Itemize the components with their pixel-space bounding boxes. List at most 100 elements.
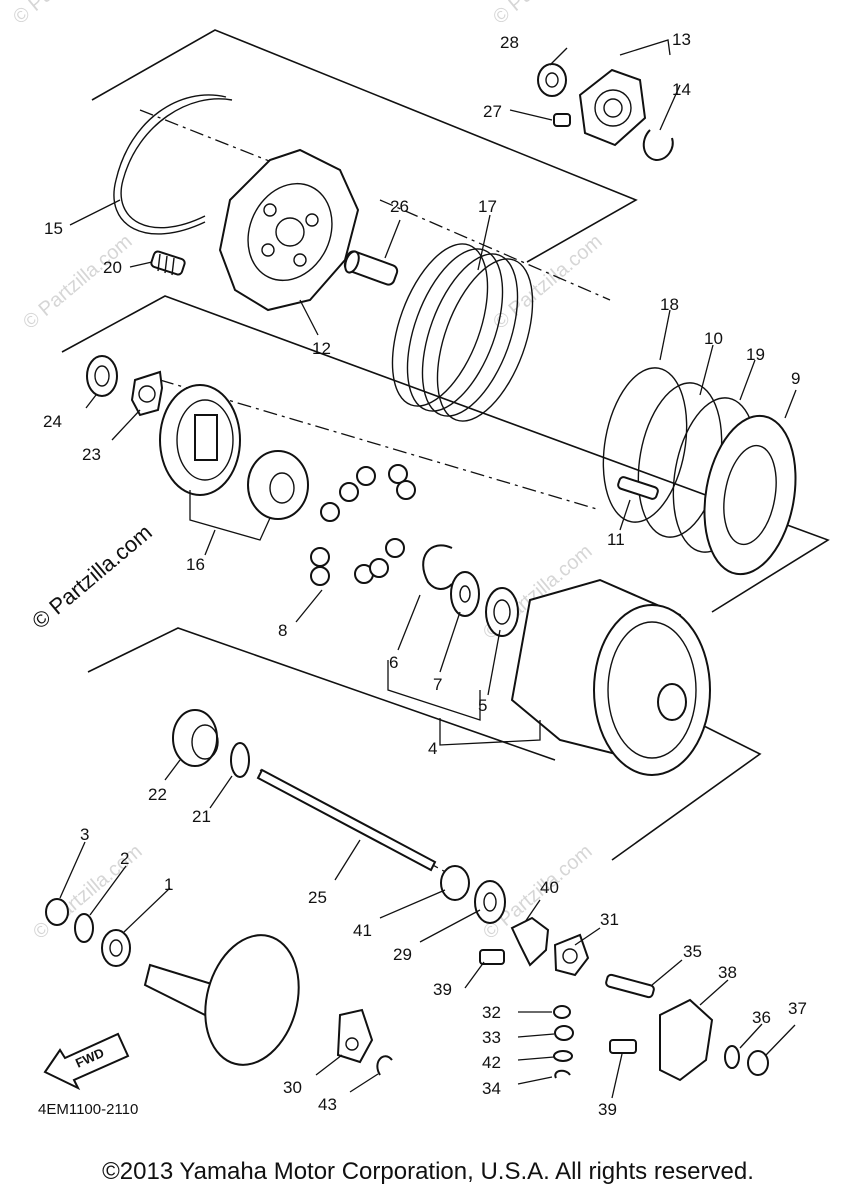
callout-10: 10 <box>704 329 723 348</box>
callout-13: 13 <box>672 30 691 49</box>
bolt-39-upper[interactable] <box>479 949 505 965</box>
bearing-29[interactable] <box>474 880 506 924</box>
callout-5: 5 <box>478 696 487 715</box>
callout-29: 29 <box>393 945 412 964</box>
push-lever-30[interactable] <box>336 1008 374 1064</box>
callout-20: 20 <box>103 258 122 277</box>
primary-gear-16[interactable] <box>159 384 309 520</box>
callout-14: 14 <box>672 80 691 99</box>
callout-32: 32 <box>482 1003 501 1022</box>
callout-17: 17 <box>478 197 497 216</box>
callout-40: 40 <box>540 878 559 897</box>
callout-38: 38 <box>718 963 737 982</box>
bearing-1[interactable] <box>101 929 131 967</box>
callout-37: 37 <box>788 999 807 1018</box>
callout-33: 33 <box>482 1028 501 1047</box>
callout-9: 9 <box>791 369 800 388</box>
push-rod-26[interactable] <box>343 250 399 287</box>
bushing-33[interactable] <box>554 1025 574 1041</box>
watermark-text: © Partzilla.com <box>19 230 136 333</box>
circlip-6[interactable] <box>422 544 453 590</box>
watermark-text: © Partzilla.com <box>489 230 606 333</box>
circlip-43[interactable] <box>376 1055 393 1076</box>
callout-27: 27 <box>483 102 502 121</box>
drive-shaft <box>143 934 300 1066</box>
centre-line <box>159 379 601 511</box>
spring-11[interactable] <box>617 476 659 500</box>
washer-42[interactable] <box>553 1050 573 1062</box>
callout-41: 41 <box>353 921 372 940</box>
retaining-ring-15[interactable] <box>113 94 233 235</box>
callout-8: 8 <box>278 621 287 640</box>
stud-35[interactable] <box>605 973 655 999</box>
washer-2[interactable] <box>74 913 94 943</box>
fwd-arrow-icon: FWD <box>43 1032 130 1091</box>
callout-3: 3 <box>80 825 89 844</box>
callout-7: 7 <box>433 675 442 694</box>
watermark-text: © Partzilla.com <box>9 0 126 29</box>
watermark-text: © Partzilla.com <box>489 0 606 29</box>
callout-43: 43 <box>318 1095 337 1114</box>
callout-36: 36 <box>752 1008 771 1027</box>
friction-plates-17[interactable] <box>373 231 551 433</box>
nut-37[interactable] <box>747 1050 769 1076</box>
diagram-code: 4EM1100-2110 <box>38 1101 138 1118</box>
callout-15: 15 <box>44 219 63 238</box>
callout-39-lower: 39 <box>598 1100 617 1119</box>
circlip-14[interactable] <box>642 129 674 162</box>
bearing-5[interactable] <box>485 587 519 637</box>
washer-7[interactable] <box>450 571 480 617</box>
callout-4: 4 <box>428 739 437 758</box>
lock-washer-23[interactable] <box>130 370 164 417</box>
frame-middle <box>61 295 830 613</box>
frame-top <box>91 29 638 263</box>
callout-39-upper: 39 <box>433 980 452 999</box>
clutch-housing-4[interactable] <box>510 578 711 776</box>
callout-31: 31 <box>600 910 619 929</box>
callout-25: 25 <box>308 888 327 907</box>
side-watermark: © Partzilla.com <box>27 519 157 633</box>
seal-32[interactable] <box>553 1005 571 1019</box>
lever-40[interactable] <box>510 916 550 967</box>
bearing-28[interactable] <box>537 63 567 97</box>
callout-23: 23 <box>82 445 101 464</box>
push-rod-25[interactable] <box>256 768 437 872</box>
balls-8[interactable] <box>310 464 416 586</box>
callout-1: 1 <box>164 875 173 894</box>
callout-28: 28 <box>500 33 519 52</box>
callout-19: 19 <box>746 345 765 364</box>
callout-16: 16 <box>186 555 205 574</box>
copyright-notice: ©2013 Yamaha Motor Corporation, U.S.A. A… <box>102 1158 754 1185</box>
washer-36[interactable] <box>724 1045 740 1069</box>
centre-line <box>379 199 611 301</box>
washer-21[interactable] <box>230 742 250 778</box>
callout-42: 42 <box>482 1053 501 1072</box>
callout-35: 35 <box>683 942 702 961</box>
bolt-39-lower[interactable] <box>609 1039 637 1054</box>
spring-20[interactable] <box>150 250 186 276</box>
callout-18: 18 <box>660 295 679 314</box>
frame-lower <box>87 627 556 761</box>
callout-labels: 1 2 3 4 5 6 7 8 9 10 11 12 13 14 15 16 1… <box>43 30 807 1119</box>
washer-24[interactable] <box>86 355 118 397</box>
adjuster-bracket-38[interactable] <box>659 998 714 1082</box>
clutch-boss-9[interactable] <box>693 409 807 582</box>
callout-12: 12 <box>312 339 331 358</box>
callout-11: 11 <box>607 530 625 549</box>
washer-41[interactable] <box>440 865 470 901</box>
centre-lines <box>139 109 611 881</box>
callout-21: 21 <box>192 807 211 826</box>
bearing-housing-13[interactable] <box>578 68 647 147</box>
pressure-plate-12[interactable] <box>218 148 360 312</box>
circlip-34[interactable] <box>554 1069 571 1079</box>
callout-6: 6 <box>389 653 398 672</box>
nut-3[interactable] <box>45 898 69 926</box>
callout-2: 2 <box>120 849 129 868</box>
clutch-plate-18[interactable] <box>592 361 698 529</box>
leader-lines <box>59 39 797 1099</box>
lever-31[interactable] <box>553 933 590 977</box>
callout-34: 34 <box>482 1079 501 1098</box>
bolt-27[interactable] <box>553 113 571 127</box>
push-guide-22[interactable] <box>172 709 219 767</box>
